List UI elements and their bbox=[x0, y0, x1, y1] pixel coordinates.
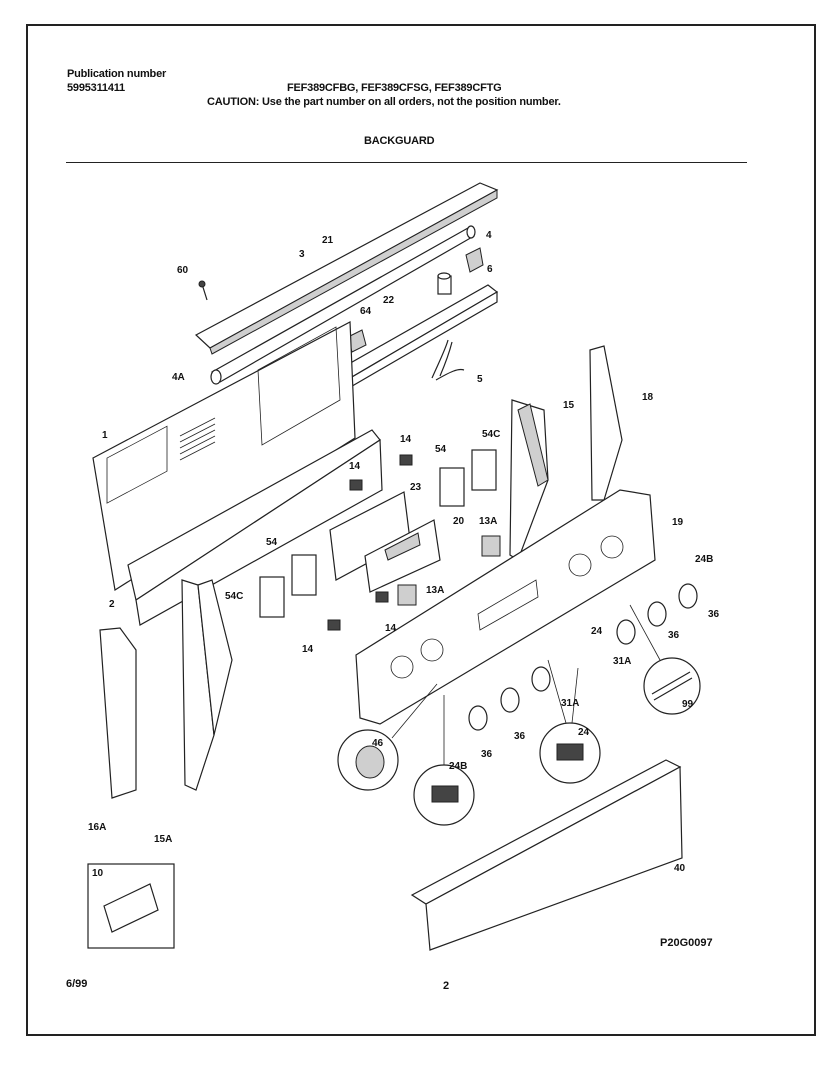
callout-label: 1 bbox=[102, 430, 108, 441]
publication-number: 5995311411 bbox=[67, 82, 125, 94]
callout-label: 14 bbox=[400, 434, 412, 445]
callout-labels: 21 3 4 60 6 22 64 5 4A 1 15 18 14 54 54C… bbox=[88, 230, 720, 879]
callout-label: 54 bbox=[266, 537, 278, 548]
callout-label: 54C bbox=[225, 591, 243, 602]
callout-label: 36 bbox=[514, 731, 526, 742]
callout-label: 4 bbox=[486, 230, 492, 241]
callout-label: 16A bbox=[88, 822, 106, 833]
callout-label: 18 bbox=[642, 392, 654, 403]
detail-circles bbox=[337, 657, 701, 826]
callout-label: 36 bbox=[668, 630, 680, 641]
callout-label: 46 bbox=[372, 738, 384, 749]
revision-date: 6/99 bbox=[66, 978, 88, 990]
page-number: 2 bbox=[443, 980, 450, 992]
part-backguard-panel bbox=[92, 321, 356, 591]
callout-label: 10 bbox=[92, 868, 104, 879]
part-lower-rail bbox=[127, 429, 383, 626]
part-screw-60 bbox=[198, 280, 208, 301]
callout-label: 14 bbox=[302, 644, 314, 655]
leader-lines bbox=[391, 604, 661, 765]
page-border bbox=[26, 24, 816, 1036]
figure-id: P20G0097 bbox=[660, 937, 713, 949]
inset-detail-box bbox=[87, 863, 175, 949]
callout-label: 40 bbox=[674, 863, 686, 874]
part-bracket-4 bbox=[465, 247, 484, 273]
callout-label: 23 bbox=[410, 482, 422, 493]
caution-note: CAUTION: Use the part number on all orde… bbox=[207, 96, 561, 108]
callout-label: 99 bbox=[682, 699, 694, 710]
callout-label: 13A bbox=[426, 585, 444, 596]
callout-label: 3 bbox=[299, 249, 305, 260]
callout-label: 19 bbox=[672, 517, 684, 528]
part-end-bracket bbox=[589, 345, 623, 501]
callout-label: 60 bbox=[177, 265, 189, 276]
part-side-bracket-right bbox=[509, 399, 549, 561]
callout-label: 24 bbox=[578, 727, 590, 738]
callout-label: 54C bbox=[482, 429, 500, 440]
callout-label: 24B bbox=[449, 761, 467, 772]
callout-label: 2 bbox=[109, 599, 115, 610]
part-trim-strip bbox=[194, 182, 499, 355]
part-end-bracket-left bbox=[99, 627, 137, 799]
part-trim-rail bbox=[410, 759, 683, 951]
callout-label: 14 bbox=[349, 461, 361, 472]
part-wire-harness bbox=[431, 339, 465, 381]
header-divider bbox=[66, 162, 747, 163]
callout-label: 15A bbox=[154, 834, 172, 845]
part-spacer bbox=[437, 272, 452, 295]
part-rod bbox=[210, 225, 476, 385]
callout-label: 64 bbox=[360, 306, 372, 317]
callout-label: 22 bbox=[383, 295, 395, 306]
callout-label: 13A bbox=[479, 516, 497, 527]
publication-label: Publication number bbox=[67, 68, 167, 80]
callout-label: 24 bbox=[591, 626, 603, 637]
part-side-bracket-left bbox=[181, 579, 233, 791]
callout-label: 15 bbox=[563, 400, 575, 411]
callout-label: 5 bbox=[477, 374, 483, 385]
callout-label: 36 bbox=[708, 609, 720, 620]
callout-label: 20 bbox=[453, 516, 465, 527]
callout-label: 31A bbox=[613, 656, 631, 667]
callout-label: 4A bbox=[172, 372, 185, 383]
part-control-panel bbox=[355, 489, 656, 725]
model-numbers: FEF389CFBG, FEF389CFSG, FEF389CFTG bbox=[287, 82, 502, 94]
callout-label: 31A bbox=[561, 698, 579, 709]
part-clock-timer bbox=[329, 491, 441, 593]
callout-label: 36 bbox=[481, 749, 493, 760]
part-switches bbox=[259, 449, 501, 631]
section-title: BACKGUARD bbox=[364, 135, 435, 147]
callout-label: 54 bbox=[435, 444, 447, 455]
callout-label: 21 bbox=[322, 235, 334, 246]
callout-label: 6 bbox=[487, 264, 493, 275]
part-knobs bbox=[468, 583, 698, 731]
callout-label: 24B bbox=[695, 554, 713, 565]
callout-label: 14 bbox=[385, 623, 397, 634]
